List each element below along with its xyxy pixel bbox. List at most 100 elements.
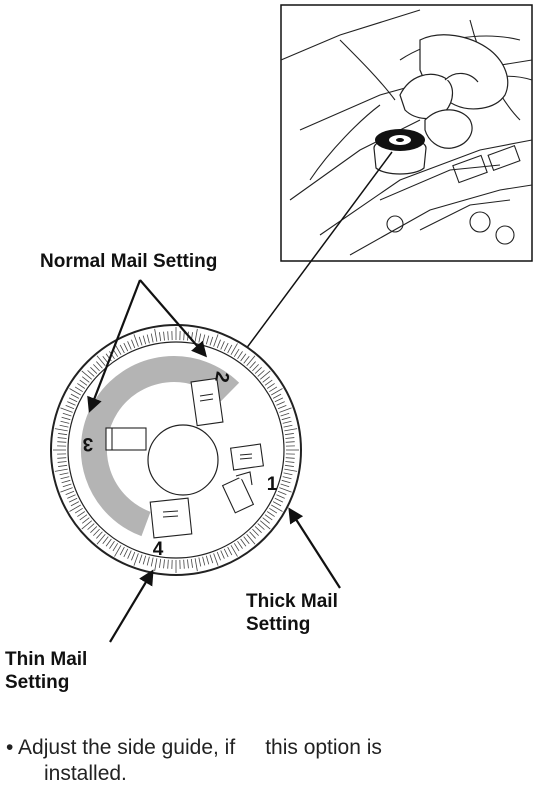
dial-tick	[269, 507, 278, 514]
dial-tick	[284, 428, 298, 432]
dial-tick	[60, 487, 73, 493]
dial-block-position-3	[105, 427, 147, 451]
dial-number-3: 3	[83, 433, 94, 454]
dial-tick	[87, 370, 95, 377]
dial-tick	[69, 388, 81, 396]
dial-tick	[276, 401, 285, 406]
dial-tick	[67, 494, 76, 499]
dial-tick	[233, 543, 240, 552]
dial-tick	[274, 397, 284, 403]
dial-tick	[57, 437, 67, 439]
dial-tick	[220, 550, 225, 559]
dial-tick	[57, 441, 67, 443]
dial-tick	[58, 433, 68, 436]
dial-tick	[81, 370, 92, 380]
dial-tick	[285, 461, 295, 463]
dial-tick	[280, 483, 290, 488]
dial-tick	[54, 468, 68, 472]
instruction-part2: this option is	[265, 736, 382, 759]
dial-tick	[81, 517, 90, 524]
dial-tick	[96, 534, 106, 545]
dial-tick	[213, 553, 219, 566]
dial-tick	[257, 523, 265, 530]
dial-block-position-2	[190, 377, 224, 427]
dial-tick	[223, 548, 229, 558]
thin-label-line1: Thin Mail	[5, 649, 88, 670]
dial-tick	[276, 494, 285, 499]
dial-tick	[96, 355, 106, 366]
dial-tick	[277, 405, 287, 410]
thick-mail-setting-label: Thick Mail Setting	[246, 590, 338, 636]
dial-tick	[269, 386, 278, 393]
dial-tick	[284, 433, 294, 436]
dial-tick	[127, 550, 132, 559]
dial-tick	[163, 331, 165, 341]
dial-tick	[96, 361, 103, 369]
dial-tick	[271, 388, 283, 396]
dial-tick	[59, 424, 69, 428]
dial-tick	[163, 559, 165, 569]
dial-tick	[133, 334, 139, 347]
dial: 2 1 3 4	[50, 324, 302, 576]
dial-tick	[230, 545, 238, 557]
dial-tick	[254, 526, 262, 533]
dial-tick	[112, 543, 119, 552]
dial-tick	[138, 336, 143, 346]
dial-tick	[198, 557, 202, 567]
dial-tick	[119, 344, 125, 354]
dial-tick	[81, 520, 92, 530]
dial-setting-arc	[80, 356, 240, 537]
dial-tick	[60, 420, 70, 424]
thick-arrow	[288, 507, 341, 589]
dial-tick	[77, 383, 86, 389]
dial-tick	[59, 472, 69, 476]
dial-tick	[138, 554, 143, 564]
dial-tick	[81, 376, 90, 383]
dial-tick	[243, 536, 250, 545]
thick-label-line1: Thick Mail	[246, 591, 338, 612]
dial-tick	[187, 559, 189, 569]
thin-arrow	[109, 569, 154, 643]
normal-arrow-left	[87, 279, 142, 413]
dial-tick	[67, 401, 76, 406]
dial-tick	[69, 504, 81, 512]
dial-tick	[142, 555, 147, 565]
dial-tick	[246, 534, 256, 545]
dial-tick	[96, 531, 103, 539]
knob-leader-line	[239, 151, 393, 358]
dial-tick	[266, 511, 275, 517]
dial-tick	[252, 528, 259, 536]
hand-illustration	[399, 34, 509, 149]
dial-tick	[123, 548, 129, 558]
dial-block-position-1	[221, 443, 265, 514]
dial-tick	[227, 546, 233, 556]
dial-tick	[65, 405, 75, 410]
dial-number-2: 2	[210, 370, 233, 384]
dial-tick	[62, 412, 72, 417]
bullet: •	[6, 736, 14, 759]
dial-tick	[105, 538, 112, 547]
dial-tick	[154, 328, 158, 342]
dial-number-4: 4	[153, 539, 164, 560]
dial-tick	[262, 517, 271, 524]
thick-label-line2: Setting	[246, 614, 311, 635]
dial-tick	[281, 479, 291, 484]
dial-tick	[280, 412, 290, 417]
dial-tick	[209, 336, 214, 346]
dial-tick	[146, 334, 150, 344]
dial-tick	[60, 407, 73, 413]
dial-tick	[93, 364, 100, 372]
dial-tick	[194, 328, 198, 342]
dial-tick	[65, 490, 75, 495]
dial-tick	[190, 558, 193, 568]
dial-tick	[220, 341, 225, 350]
dial-tick	[127, 341, 132, 350]
dial-tick	[57, 457, 67, 459]
dial-tick	[154, 558, 158, 572]
thin-mail-setting-label: Thin Mail Setting	[5, 648, 87, 694]
dial-tick	[249, 361, 256, 369]
dial-tick	[57, 461, 67, 463]
dial-tick	[90, 526, 98, 533]
normal-arrow-right	[139, 279, 208, 358]
